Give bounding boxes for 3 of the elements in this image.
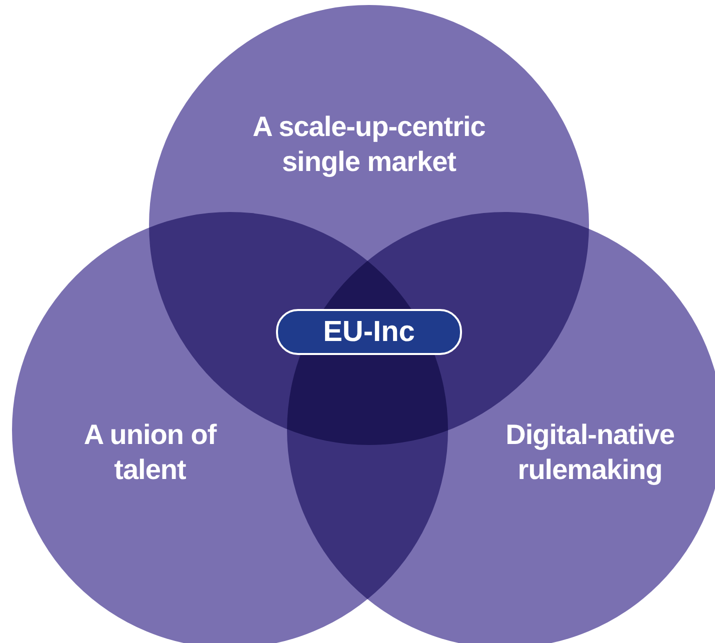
circle-label: A scale-up-centric single market [252, 110, 486, 179]
circle-label: Digital-native rulemaking [504, 418, 676, 487]
circle-label: A union of talent [82, 418, 218, 487]
